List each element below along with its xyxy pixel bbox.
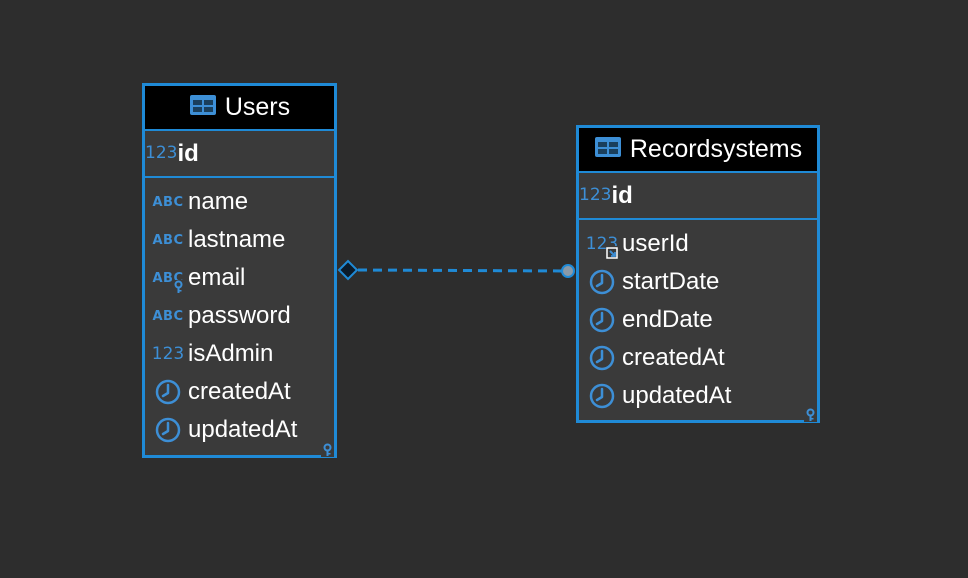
column-row[interactable]: 123 userId xyxy=(579,225,817,263)
clock-icon xyxy=(151,416,185,444)
column-name: startDate xyxy=(622,268,720,295)
column-name: id xyxy=(611,181,633,209)
column-row[interactable]: updatedAt xyxy=(145,411,334,449)
clock-icon xyxy=(585,344,619,372)
column-name: name xyxy=(188,188,249,215)
clock-icon xyxy=(585,382,619,410)
column-row[interactable]: startDate xyxy=(579,263,817,301)
relationship-diamond-end xyxy=(337,259,359,281)
clock-icon xyxy=(585,306,619,334)
column-row[interactable]: ABC password xyxy=(145,297,334,335)
column-row[interactable]: updatedAt xyxy=(579,377,817,415)
column-name: isAdmin xyxy=(188,340,274,367)
column-row[interactable]: createdAt xyxy=(579,339,817,377)
numeric-key-icon: 123 xyxy=(145,144,334,457)
string-icon: ABC xyxy=(152,232,184,248)
table-icon xyxy=(189,94,217,121)
entity-title: Users xyxy=(224,93,291,121)
column-row[interactable]: createdAt xyxy=(145,373,334,411)
numeric-foreign-key-icon: 123 xyxy=(585,230,619,260)
table-icon xyxy=(594,136,622,163)
entity-users[interactable]: Users 123 id ABC name ABC lastname ABC xyxy=(142,83,337,458)
string-icon: ABC xyxy=(152,194,184,210)
column-name: id xyxy=(177,139,199,167)
column-list: 123 userId startDate endDate xyxy=(579,220,817,419)
column-name: userId xyxy=(622,230,689,257)
string-key-icon: ABC xyxy=(151,264,185,294)
column-row[interactable]: 123 isAdmin xyxy=(145,335,334,373)
column-name: createdAt xyxy=(622,344,725,371)
entity-header[interactable]: Recordsystems xyxy=(579,128,817,173)
string-icon: ABC xyxy=(152,308,184,324)
primary-key-row[interactable]: 123 id xyxy=(145,131,334,457)
clock-icon xyxy=(585,268,619,296)
primary-key-row[interactable]: 123 id xyxy=(579,173,817,422)
column-name: password xyxy=(188,302,291,329)
clock-icon xyxy=(151,378,185,406)
entity-title: Recordsystems xyxy=(629,135,803,163)
entity-header[interactable]: Users xyxy=(145,86,334,131)
column-name: lastname xyxy=(188,226,286,253)
column-name: email xyxy=(188,264,246,291)
column-row[interactable]: ABC email xyxy=(145,259,334,297)
numeric-icon: 123 xyxy=(151,343,185,364)
column-row[interactable]: ABC lastname xyxy=(145,221,334,259)
column-name: createdAt xyxy=(188,378,291,405)
column-row[interactable]: ABC name xyxy=(145,183,334,221)
column-name: updatedAt xyxy=(188,416,298,443)
numeric-key-icon: 123 xyxy=(579,186,817,422)
column-name: endDate xyxy=(622,306,713,333)
relationship-line xyxy=(357,268,568,273)
column-name: updatedAt xyxy=(622,382,732,409)
relationship-circle-end xyxy=(561,264,575,278)
column-list: ABC name ABC lastname ABC email ABC pass… xyxy=(145,178,334,453)
column-row[interactable]: endDate xyxy=(579,301,817,339)
entity-recordsystems[interactable]: Recordsystems 123 id 123 userId startD xyxy=(576,125,820,423)
